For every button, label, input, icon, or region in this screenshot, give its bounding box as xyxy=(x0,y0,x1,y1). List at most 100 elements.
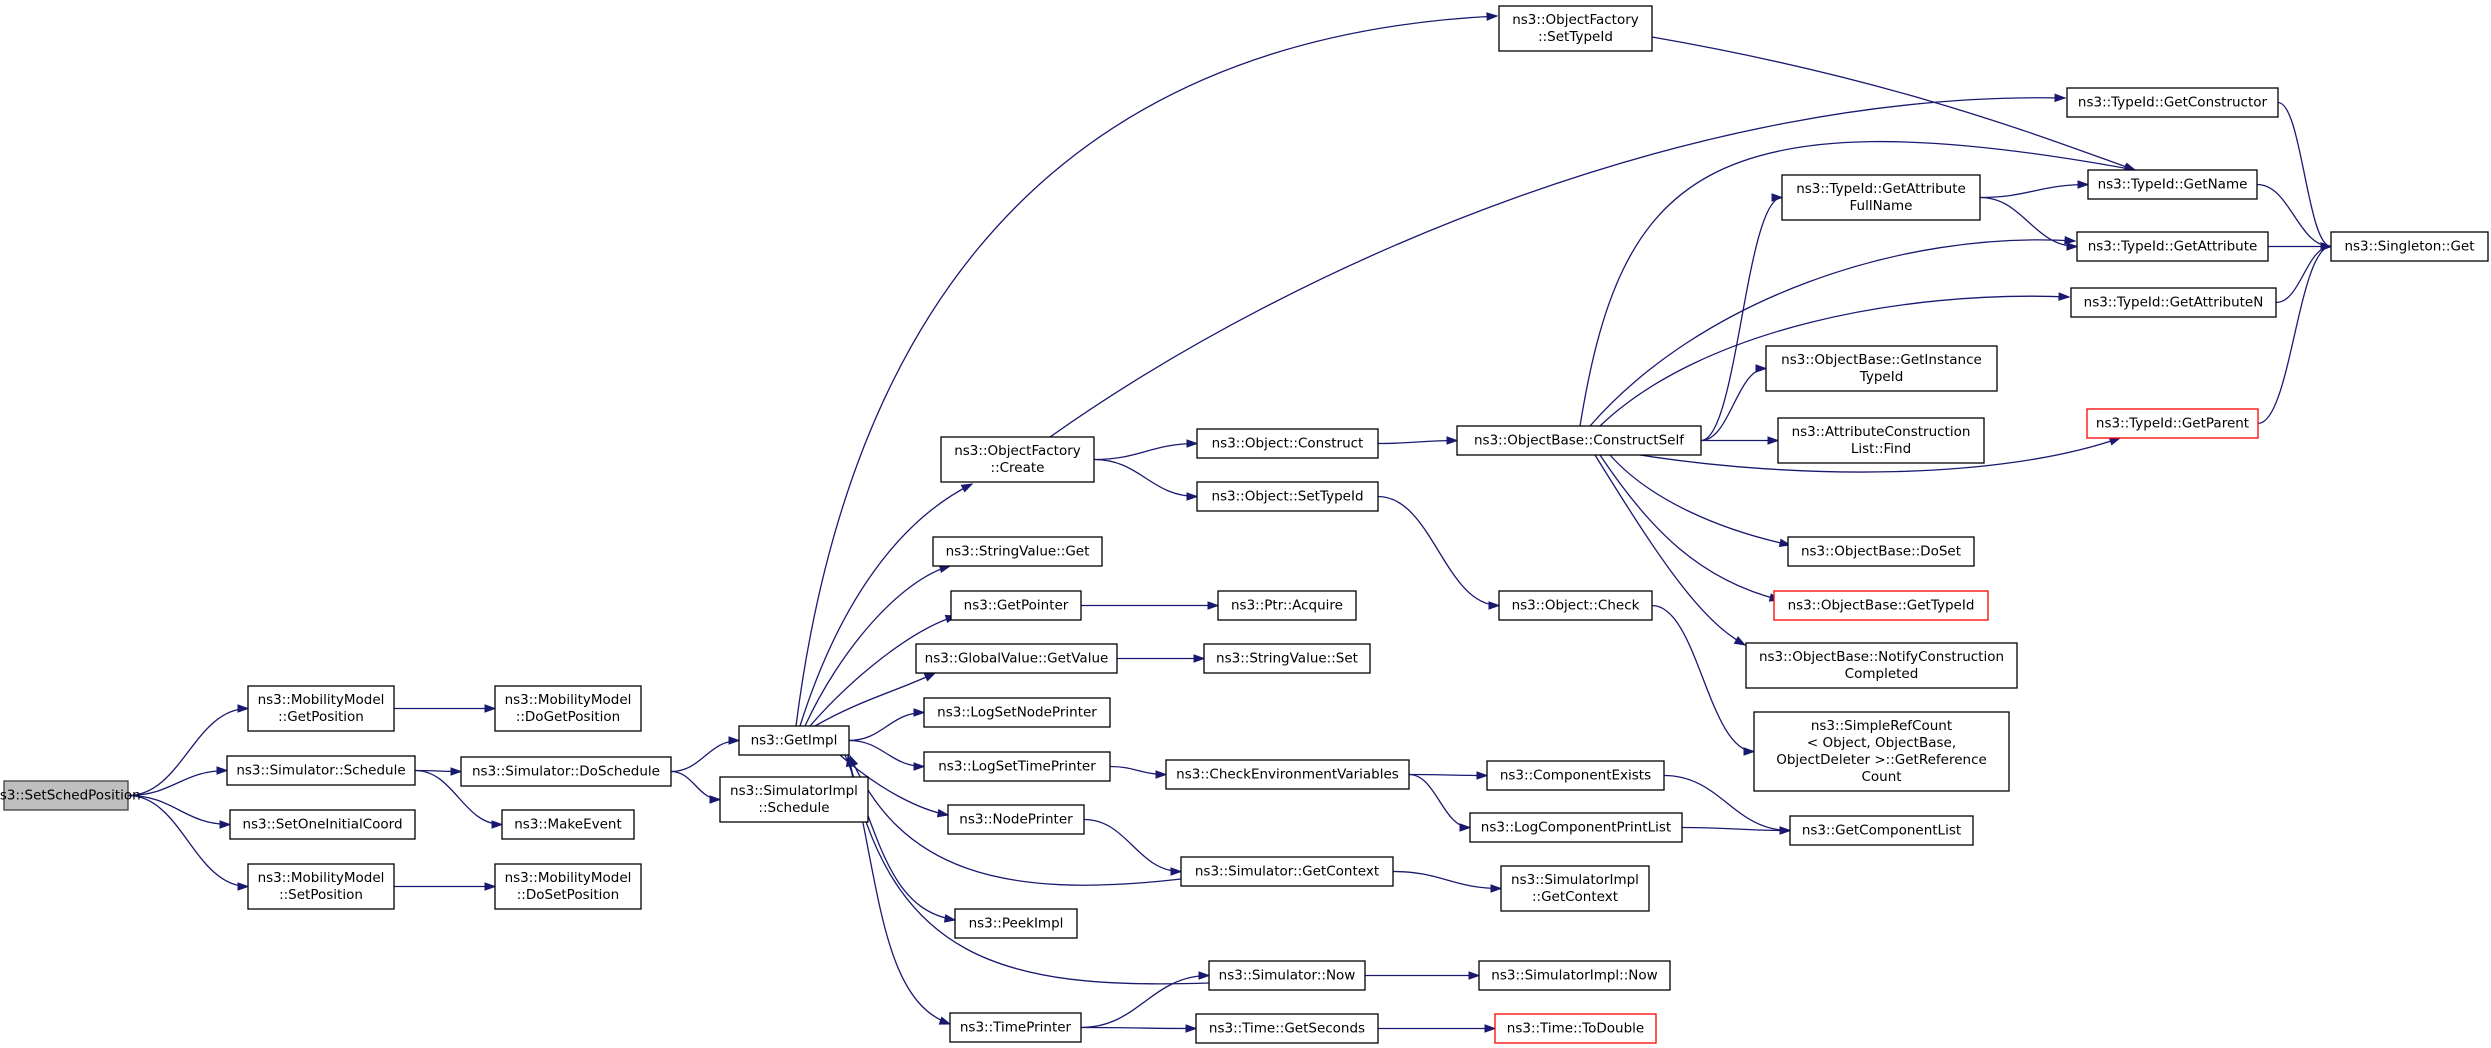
arrowhead-icon xyxy=(1468,971,1481,980)
node-label: ns3::GetImpl xyxy=(751,733,838,749)
node-setoneinit[interactable]: ns3::SetOneInitialCoord xyxy=(229,809,416,840)
node-label: ns3::PeekImpl xyxy=(969,916,1064,932)
node-makeevent[interactable]: ns3::MakeEvent xyxy=(501,809,635,840)
node-of-create[interactable]: ns3::ObjectFactory::Create xyxy=(940,436,1095,483)
arrowhead-icon xyxy=(1767,436,1780,445)
node-label: ns3::ObjectFactory xyxy=(954,443,1081,459)
edges-layer xyxy=(127,12,2333,1033)
node-label: ns3::ObjectBase::DoSet xyxy=(1801,544,1961,560)
edge-root-to-sim-schedule xyxy=(127,766,229,797)
node-label: ns3::Simulator::Now xyxy=(1219,968,1356,984)
node-time-todouble[interactable]: ns3::Time::ToDouble xyxy=(1494,1013,1657,1044)
node-singleton-get[interactable]: ns3::Singleton::Get xyxy=(2330,231,2489,262)
node-typeid-getparent[interactable]: ns3::TypeId::GetParent xyxy=(2086,408,2259,439)
edge-line xyxy=(1599,295,2070,427)
edge-line xyxy=(1392,870,1502,890)
edge-logsettimeprinter-to-checkenv xyxy=(1109,765,1168,779)
edge-line xyxy=(1700,367,1767,442)
node-getimpl[interactable]: ns3::GetImpl xyxy=(738,725,850,756)
node-label: ns3::ObjectBase::GetInstance xyxy=(1781,352,1982,368)
node-time-getseconds[interactable]: ns3::Time::GetSeconds xyxy=(1195,1013,1379,1044)
node-sim-schedule[interactable]: ns3::Simulator::Schedule xyxy=(226,755,416,786)
node-typeid-getattributen[interactable]: ns3::TypeId::GetAttributeN xyxy=(2070,287,2277,318)
node-mm-setpos[interactable]: ns3::MobilityModel::SetPosition xyxy=(247,863,395,910)
node-sim-now[interactable]: ns3::Simulator::Now xyxy=(1208,960,1366,991)
node-box xyxy=(1456,425,1702,456)
node-objbase-gettypeid[interactable]: ns3::ObjectBase::GetTypeId xyxy=(1773,590,1989,621)
edge-line xyxy=(1651,36,2136,171)
node-stringvalue-get[interactable]: ns3::StringValue::Get xyxy=(932,536,1103,567)
node-typeid-getattribute[interactable]: ns3::TypeId::GetAttribute xyxy=(2076,231,2269,262)
node-checkenv[interactable]: ns3::CheckEnvironmentVariables xyxy=(1165,759,1410,790)
arrowhead-icon xyxy=(2320,242,2333,251)
node-root[interactable]: ns3::SetSchedPosition xyxy=(0,780,141,811)
node-of-settypeid[interactable]: ns3::ObjectFactory::SetTypeId xyxy=(1498,5,1653,52)
node-peekimpl[interactable]: ns3::PeekImpl xyxy=(954,908,1078,939)
node-label: ns3::MobilityModel xyxy=(258,870,385,886)
node-label: ::DoSetPosition xyxy=(517,887,619,903)
node-box xyxy=(1469,812,1683,843)
arrowhead-icon xyxy=(2058,292,2071,301)
node-box xyxy=(1781,174,1981,221)
node-componentexists[interactable]: ns3::ComponentExists xyxy=(1486,760,1665,791)
node-stringvalue-set[interactable]: ns3::StringValue::Set xyxy=(1203,643,1371,674)
node-obj-construct[interactable]: ns3::Object::Construct xyxy=(1196,428,1379,459)
edge-line xyxy=(127,769,228,797)
node-box xyxy=(1196,428,1379,459)
node-obj-check[interactable]: ns3::Object::Check xyxy=(1498,590,1653,621)
node-timeprinter[interactable]: ns3::TimePrinter xyxy=(949,1012,1082,1043)
edge-typeid-getparent-to-singleton-get xyxy=(2257,242,2333,425)
node-nodeprinter[interactable]: ns3::NodePrinter xyxy=(947,804,1085,835)
edge-getimpl-to-logsetnodeprinter xyxy=(848,708,926,742)
node-globalvalue-getvalue[interactable]: ns3::GlobalValue::GetValue xyxy=(915,643,1118,674)
node-simimpl-now[interactable]: ns3::SimulatorImpl::Now xyxy=(1478,960,1671,991)
node-box xyxy=(947,804,1085,835)
node-typeid-getname[interactable]: ns3::TypeId::GetName xyxy=(2087,169,2258,200)
arrowhead-icon xyxy=(728,736,741,745)
node-objbase-notify[interactable]: ns3::ObjectBase::NotifyConstructionCompl… xyxy=(1745,642,2018,689)
arrowhead-icon xyxy=(491,820,504,829)
edge-line xyxy=(1093,458,1198,498)
arrowhead-icon xyxy=(943,914,957,923)
node-typeid-getconstructor[interactable]: ns3::TypeId::GetConstructor xyxy=(2066,87,2279,118)
node-label: ns3::ComponentExists xyxy=(1500,768,1651,784)
node-simplerefcount[interactable]: ns3::SimpleRefCount< Object, ObjectBase,… xyxy=(1753,711,2010,792)
edge-line xyxy=(414,769,503,826)
node-label: ns3::ObjectBase::GetTypeId xyxy=(1788,598,1975,614)
node-box xyxy=(1753,711,2010,792)
node-simimpl-getcontext[interactable]: ns3::SimulatorImpl::GetContext xyxy=(1500,865,1650,912)
node-mm-dogetpos[interactable]: ns3::MobilityModel::DoGetPosition xyxy=(494,685,642,732)
arrowhead-icon xyxy=(1771,193,1784,202)
node-objbase-doset[interactable]: ns3::ObjectBase::DoSet xyxy=(1787,536,1975,567)
node-simimpl-schedule[interactable]: ns3::SimulatorImpl::Schedule xyxy=(719,776,869,823)
node-obj-settypeid[interactable]: ns3::Object::SetTypeId xyxy=(1196,481,1379,512)
node-getcomponentlist[interactable]: ns3::GetComponentList xyxy=(1789,815,1974,846)
arrowhead-icon xyxy=(1476,771,1489,780)
node-ptr-acquire[interactable]: ns3::Ptr::Acquire xyxy=(1217,590,1357,621)
node-box xyxy=(950,590,1082,621)
node-box xyxy=(923,751,1111,782)
node-objbase-constructself[interactable]: ns3::ObjectBase::ConstructSelf xyxy=(1456,425,1702,456)
node-sim-getcontext[interactable]: ns3::Simulator::GetContext xyxy=(1180,856,1394,887)
edge-line xyxy=(1663,774,1791,832)
node-sim-doschedule[interactable]: ns3::Simulator::DoSchedule xyxy=(460,756,672,787)
edge-root-to-mm-setpos xyxy=(127,794,250,891)
node-box xyxy=(1196,481,1379,512)
edge-typeid-getattributen-to-singleton-get xyxy=(2275,242,2333,304)
node-mm-getpos[interactable]: ns3::MobilityModel::GetPosition xyxy=(247,685,395,732)
edge-sim-getcontext-to-simimpl-getcontext xyxy=(1392,870,1503,893)
node-box xyxy=(719,776,869,823)
node-logsetnodeprinter[interactable]: ns3::LogSetNodePrinter xyxy=(923,697,1111,728)
node-logcomponentprintlist[interactable]: ns3::LogComponentPrintList xyxy=(1469,812,1683,843)
edge-getimpl-to-nodeprinter xyxy=(839,754,950,818)
arrowhead-icon xyxy=(1198,971,1211,980)
node-label: ns3::MakeEvent xyxy=(514,817,622,833)
node-logsettimeprinter[interactable]: ns3::LogSetTimePrinter xyxy=(923,751,1111,782)
node-label: ns3::LogComponentPrintList xyxy=(1481,820,1671,836)
node-box xyxy=(501,809,635,840)
node-mm-dosetpos[interactable]: ns3::MobilityModel::DoSetPosition xyxy=(494,863,642,910)
node-getpointer[interactable]: ns3::GetPointer xyxy=(950,590,1082,621)
